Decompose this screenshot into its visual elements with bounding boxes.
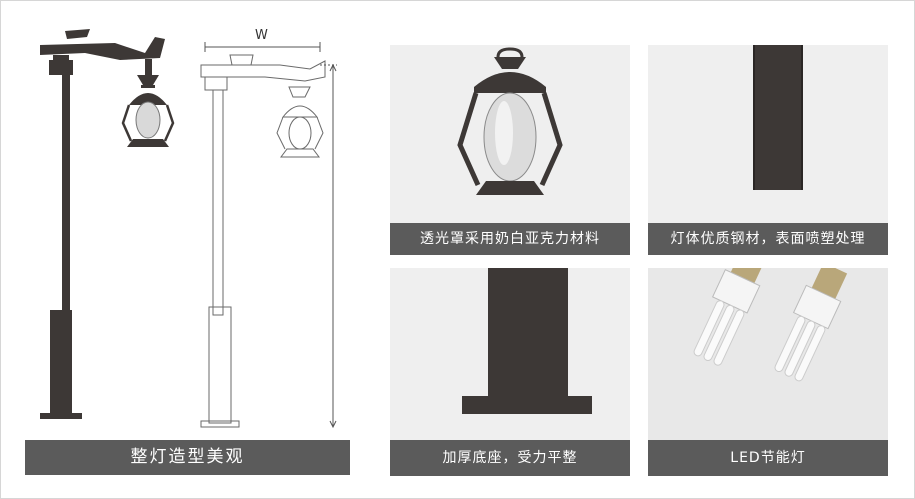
- width-dimension: [204, 42, 337, 66]
- led-bulbs-image: [693, 268, 848, 382]
- lantern-caption: 透光罩采用奶白亚克力材料: [390, 223, 630, 255]
- base-image: [462, 268, 592, 414]
- diagram-caption: 整灯造型美观: [25, 440, 350, 475]
- lantern-image: [457, 47, 563, 195]
- lantern-panel: 透光罩采用奶白亚克力材料: [390, 45, 630, 255]
- height-dimension: [329, 63, 337, 429]
- bulbs-panel: LED节能灯: [648, 268, 888, 476]
- pole-caption: 灯体优质钢材，表面喷塑处理: [648, 223, 888, 255]
- pole-image: [753, 45, 803, 190]
- lamp-diagram-area: W 整灯造型美观: [25, 25, 350, 475]
- lamp-illustration: [40, 29, 337, 429]
- bulbs-caption: LED节能灯: [648, 440, 888, 476]
- pole-panel: 灯体优质钢材，表面喷塑处理: [648, 45, 888, 255]
- dark-lamp-pole: [40, 29, 165, 419]
- base-caption: 加厚底座，受力平整: [390, 440, 630, 476]
- outline-lamp: [200, 54, 326, 428]
- width-label: W: [255, 28, 268, 43]
- dark-lantern: [121, 75, 175, 147]
- base-panel: 加厚底座，受力平整: [390, 268, 630, 476]
